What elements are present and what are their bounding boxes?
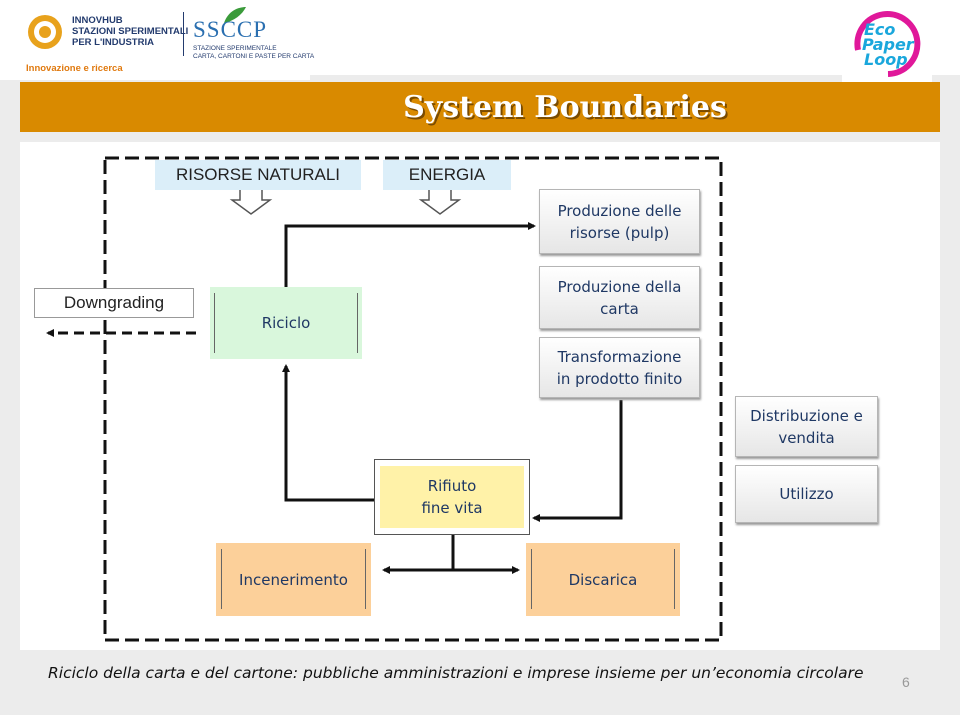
logo-divider [183, 12, 184, 56]
ssccp-subtitle: STAZIONE SPERIMENTALE CARTA, CARTONI E P… [193, 45, 314, 61]
innovhub-logo-icon [28, 15, 62, 49]
ecopaperloop-line3: Loop [864, 50, 908, 69]
ecopaperloop-ring-icon [854, 11, 921, 77]
node-landfill: Discarica [526, 543, 680, 616]
footer-caption: Riciclo della carta e del cartone: pubbl… [48, 664, 864, 682]
ssccp-acronym: SSCCP [193, 17, 268, 42]
node-waste: Rifiuto fine vita [380, 466, 524, 528]
node-paper-line1: Produzione della [557, 277, 682, 296]
innovhub-name-line2: STAZIONI SPERIMENTALI [72, 26, 189, 37]
ecopaperloop-line1: Eco [864, 20, 896, 39]
node-transformation-line1: Transformazione [557, 347, 682, 366]
node-pulp-line2: risorse (pulp) [569, 223, 670, 242]
node-incineration-label: Incenerimento [239, 570, 348, 589]
page-title: System Boundaries [403, 89, 727, 125]
node-incineration-edge-left [221, 549, 222, 609]
arrow-transformation-to-waste [532, 400, 623, 522]
node-incineration-edge-right [365, 549, 366, 609]
energy-input-arrow-icon [418, 187, 462, 215]
node-landfill-edge-right [674, 549, 675, 609]
ecopaperloop-logo-text: Eco Paper Loop [862, 20, 928, 69]
ssccp-leaf-icon [224, 7, 246, 23]
node-waste-frame: Rifiuto fine vita [374, 459, 530, 535]
node-waste-line2: fine vita [421, 499, 483, 517]
node-recycling-edge-right [357, 293, 358, 353]
node-recycling-edge-left [214, 293, 215, 353]
node-distribution-line1: Distribuzione e [750, 406, 863, 425]
input-natural-resources: RISORSE NATURALI [155, 160, 361, 190]
node-paper-production: Produzione della carta [539, 266, 700, 329]
innovhub-name-line3: PER L'INDUSTRIA [72, 37, 154, 48]
ecopaperloop-line2: Paper [862, 35, 914, 54]
node-incineration: Incenerimento [216, 543, 371, 616]
node-recycling: Riciclo [210, 287, 362, 359]
node-landfill-label: Discarica [568, 570, 638, 589]
node-distribution: Distribuzione e vendita [735, 396, 878, 457]
node-paper-line2: carta [600, 299, 639, 318]
node-transformation: Transformazione in prodotto finito [539, 337, 700, 398]
node-distribution-line2: vendita [778, 428, 835, 447]
innovhub-logo-text: INNOVHUB STAZIONI SPERIMENTALI PER L'IND… [72, 15, 188, 48]
ssccp-subtitle-line2: CARTA, CARTONI E PASTE PER CARTA [193, 53, 315, 60]
title-bar [20, 82, 940, 132]
node-pulp-line1: Produzione delle [557, 201, 682, 220]
ssccp-subtitle-line1: STAZIONE SPERIMENTALE [193, 45, 277, 52]
node-transformation-line2: in prodotto finito [556, 369, 683, 388]
node-pulp-production: Produzione delle risorse (pulp) [539, 189, 700, 254]
arrow-waste-to-recycling [282, 364, 378, 502]
page-number: 6 [902, 674, 910, 690]
node-use: Utilizzo [735, 465, 878, 523]
input-energy: ENERGIA [383, 160, 511, 190]
natural-resources-input-arrow-icon [229, 187, 273, 215]
innovhub-tagline: Innovazione e ricerca [26, 63, 123, 74]
node-waste-line1: Rifiuto [427, 477, 477, 495]
node-recycling-label: Riciclo [261, 314, 311, 332]
system-boundary [103, 156, 723, 642]
node-landfill-edge-left [531, 549, 532, 609]
arrow-recycling-to-pulp [284, 222, 536, 288]
innovhub-name-line1: INNOVHUB [72, 15, 123, 26]
node-downgrading: Downgrading [34, 288, 194, 318]
